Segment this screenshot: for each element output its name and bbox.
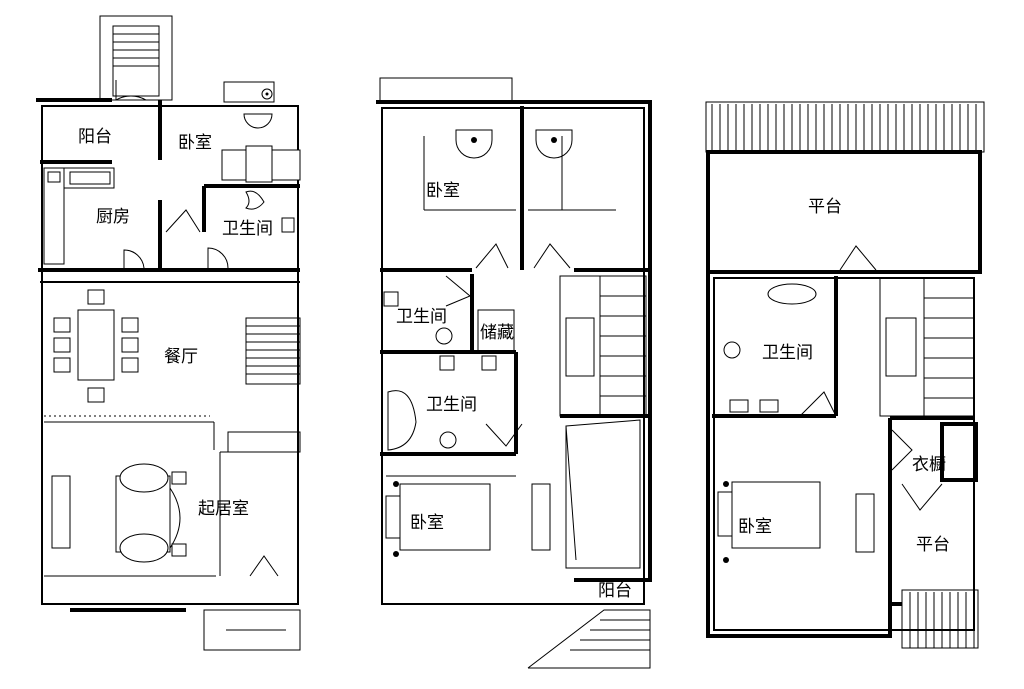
terrace-top-wall	[706, 150, 982, 274]
stairs-2	[559, 275, 647, 417]
terrace-top-hatch	[705, 101, 985, 153]
room-label-balcony-1: 阳台	[78, 127, 112, 147]
floor-plan-2	[376, 77, 652, 669]
room-label-bedroom-top-2: 卧室	[426, 181, 460, 201]
room-label-wardrobe-3: 衣橱	[912, 455, 946, 475]
stair-bottom-2	[527, 609, 651, 669]
room-label-storage-2: 储藏	[480, 323, 514, 343]
room-label-bathroom-small-2: 卫生间	[396, 307, 447, 327]
room-label-bathroom-3: 卫生间	[762, 343, 813, 363]
room-label-terrace-bottom-3: 平台	[916, 535, 950, 555]
stair-top-1	[99, 15, 173, 101]
plan3-outer-wall	[706, 272, 902, 638]
room-labels: 阳台 卧室 厨房 卫生间 餐厅 起居室 卧室 卫生间 储藏 卫生间 卧室 阳台 …	[78, 127, 950, 601]
terrace-bottom-hatch	[901, 589, 979, 649]
room-label-dining-1: 餐厅	[164, 347, 198, 367]
plan2-outer-wall	[376, 100, 652, 582]
room-label-bathroom-1: 卫生间	[222, 219, 273, 239]
room-label-bedroom-3: 卧室	[738, 517, 772, 537]
stair-bottom-1	[203, 609, 301, 651]
stairs-1	[245, 317, 301, 385]
dining-table	[53, 289, 139, 403]
stairs-3	[879, 277, 975, 417]
room-label-terrace-top-3: 平台	[808, 197, 842, 217]
room-label-bathroom-large-2: 卫生间	[426, 395, 477, 415]
floor-plan-3	[705, 101, 985, 649]
room-label-kitchen-1: 厨房	[96, 207, 130, 227]
room-label-bedroom-bottom-2: 卧室	[410, 513, 444, 533]
room-label-living-1: 起居室	[198, 499, 249, 519]
floor-plan-1	[36, 15, 301, 651]
room-label-balcony-2: 阳台	[598, 581, 632, 601]
room-label-bedroom-1: 卧室	[178, 133, 212, 153]
